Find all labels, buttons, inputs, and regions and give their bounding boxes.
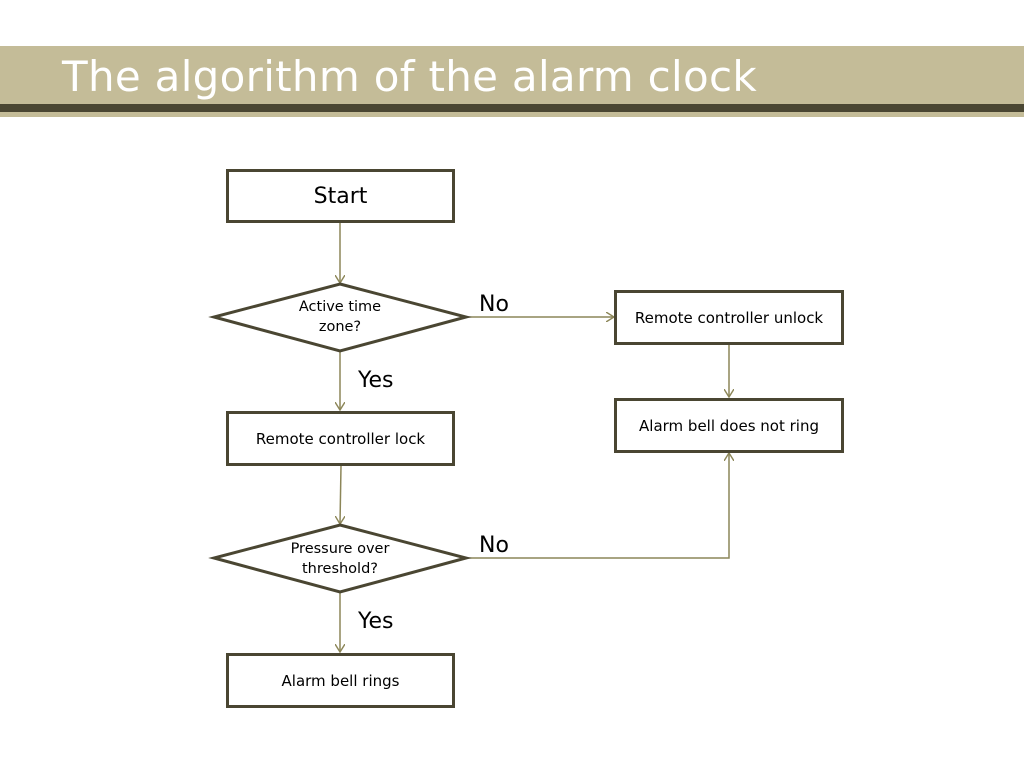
decision-active-time-zone-shape <box>208 282 472 353</box>
decision-pressure-label: Pressure over threshold? <box>260 539 420 579</box>
bell-not-ring-box: Alarm bell does not ring <box>614 398 844 453</box>
bell-rings-label: Alarm bell rings <box>281 671 400 690</box>
decision-pressure-line2: threshold? <box>302 561 378 577</box>
slide-title: The algorithm of the alarm clock <box>62 52 758 101</box>
remote-unlock-label: Remote controller unlock <box>634 308 824 327</box>
edge-label-yes-active: Yes <box>358 368 394 393</box>
title-underline-light <box>0 112 1024 117</box>
edge-label-no-pressure: No <box>479 533 509 558</box>
decision-pressure-line1: Pressure over <box>290 541 390 557</box>
decision-active-time-zone-label: Active time zone? <box>260 297 420 337</box>
arrow-lock-to-pressure <box>340 465 341 524</box>
bell-rings-box: Alarm bell rings <box>226 653 455 708</box>
edge-label-yes-pressure: Yes <box>358 609 394 634</box>
decision-active-line1: Active time <box>298 299 382 315</box>
edge-label-no-active: No <box>479 292 509 317</box>
remote-unlock-box: Remote controller unlock <box>614 290 844 345</box>
start-box: Start <box>226 169 455 223</box>
bell-not-ring-label: Alarm bell does not ring <box>639 416 819 435</box>
remote-lock-box: Remote controller lock <box>226 411 455 466</box>
title-band <box>0 46 1024 104</box>
remote-lock-label: Remote controller lock <box>255 429 426 448</box>
decision-pressure-shape <box>208 523 472 594</box>
title-underline-dark <box>0 104 1024 112</box>
decision-active-line2: zone? <box>318 319 362 335</box>
start-label: Start <box>313 183 368 209</box>
arrow-pressure-no-to-notring <box>466 453 729 559</box>
